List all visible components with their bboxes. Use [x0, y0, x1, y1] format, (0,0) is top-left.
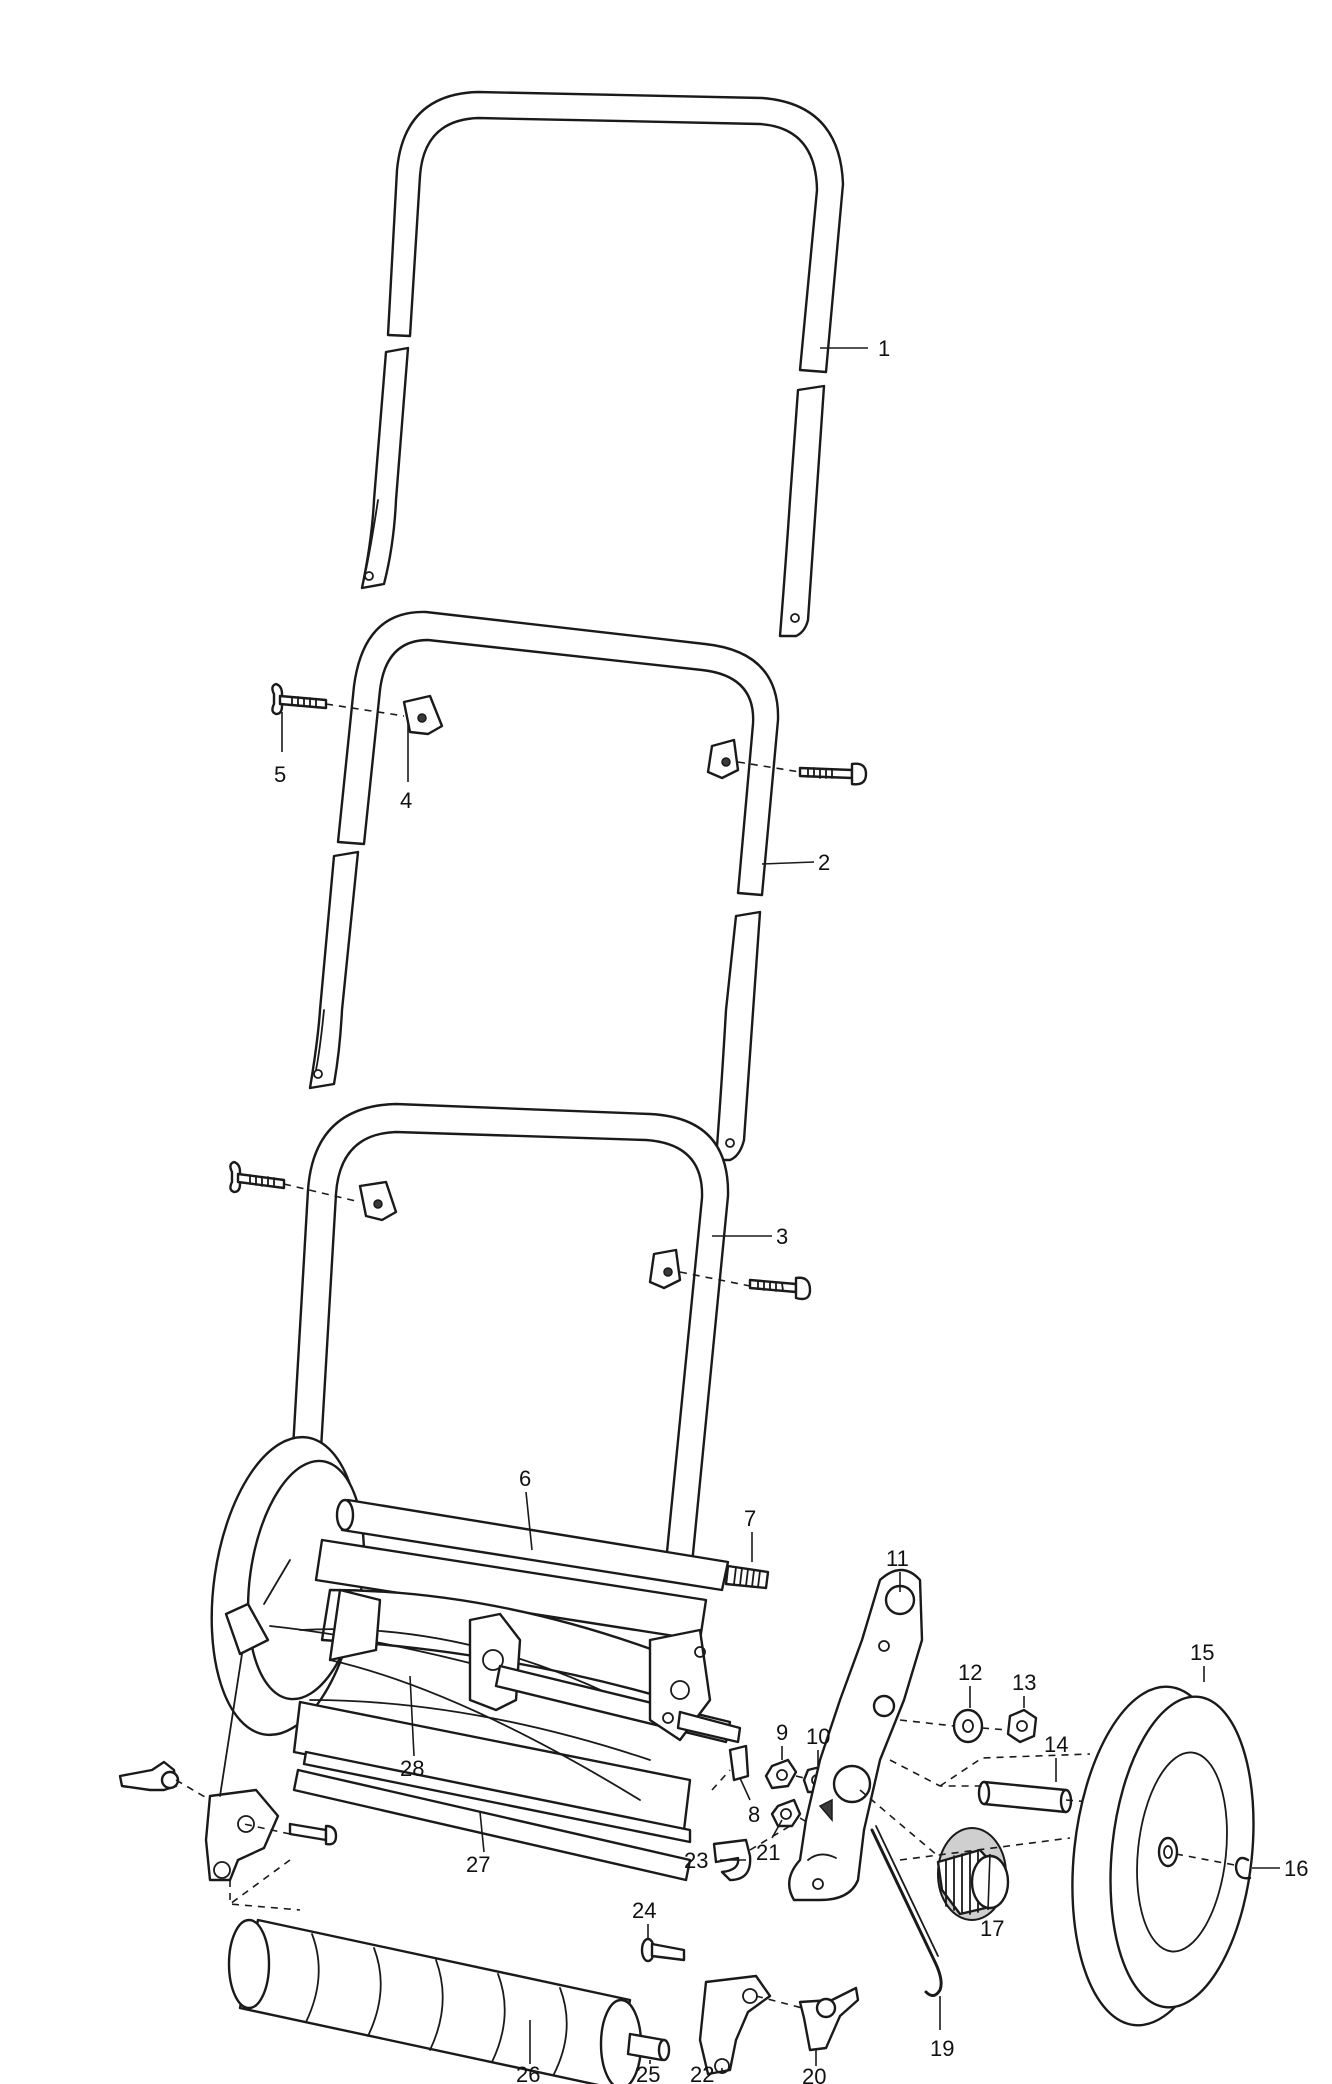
bracket-alignment-line	[755, 1995, 811, 2011]
axle-alignment-line	[889, 1759, 984, 1787]
carriage-bolt-part-5	[271, 682, 328, 716]
callout-12: 12	[958, 1660, 982, 1685]
left-side-plate	[204, 1559, 291, 1882]
clamp-block-right-upper	[706, 738, 740, 780]
hook-pin-part-19	[870, 1825, 943, 1997]
callout-3: 3	[776, 1224, 788, 1249]
carriage-bolt-right-lower	[748, 1276, 812, 1301]
circlip-part-16	[1234, 1856, 1252, 1880]
roller-alignment-line	[229, 1859, 291, 1905]
callout-10: 10	[806, 1724, 830, 1749]
threaded-rod-part-7	[724, 1564, 770, 1590]
gear-alignment-line	[859, 1789, 939, 1857]
callout-7: 7	[744, 1506, 756, 1531]
rear-roller-part-26	[227, 1918, 643, 2084]
callout-24: 24	[632, 1898, 656, 1923]
wing-nut-left	[118, 1760, 180, 1792]
nut-part-21	[770, 1798, 802, 1828]
callout-11: 11	[886, 1546, 909, 1571]
cross-bar-part-6	[335, 1498, 730, 1592]
middle-handle	[308, 610, 780, 1162]
clamp-block-part-4	[402, 694, 444, 736]
callout-17: 17	[980, 1916, 1004, 1941]
nut-part-9	[764, 1758, 798, 1790]
pinion-gear-part-17	[936, 1827, 1010, 1921]
callout-5: 5	[274, 762, 286, 787]
clip-part-23	[712, 1838, 752, 1882]
nut-part-13	[1006, 1708, 1038, 1744]
axle-alignment-line	[939, 1753, 1091, 1787]
bolt-alignment-line	[283, 1183, 361, 1203]
wing-nut-part-20	[798, 1986, 860, 2052]
key-part-8	[728, 1744, 750, 1782]
bolt-alignment-line	[737, 761, 801, 773]
left-fixing-line	[243, 1823, 291, 1835]
carriage-bolt-right-upper	[798, 762, 868, 786]
axle-alignment-line	[899, 1719, 955, 1727]
callout-1: 1	[878, 336, 890, 361]
callout-21: 21	[756, 1840, 780, 1865]
axle-pin-part-14	[977, 1780, 1073, 1814]
callout-15: 15	[1190, 1640, 1214, 1665]
callout-19: 19	[930, 2036, 954, 2061]
roller-alignment-line	[229, 1880, 301, 1911]
axle-alignment-line	[899, 1837, 1071, 1861]
callout-28: 28	[400, 1756, 424, 1781]
nut-alignment-line	[795, 1775, 805, 1779]
callout-26: 26	[516, 2062, 540, 2084]
callout-20: 20	[802, 2064, 826, 2084]
callout-8: 8	[748, 1802, 760, 1827]
left-fixing-line	[175, 1779, 211, 1801]
clamp-block-right-lower	[648, 1248, 682, 1290]
wheel-alignment-line	[1175, 1853, 1241, 1867]
carriage-bolt-left-lower	[229, 1160, 286, 1194]
washer-part-12	[952, 1708, 984, 1744]
callout-labels: 1 2 3 4 5 6 7 8 9 10 11 12 13 14 15 16 1…	[274, 336, 1308, 2084]
axle-alignment-line	[981, 1727, 1009, 1731]
callout-6: 6	[519, 1466, 531, 1491]
callout-27: 27	[466, 1852, 490, 1877]
side-plate-part-11	[788, 1568, 924, 1902]
callout-25: 25	[636, 2062, 660, 2084]
bolt-part-24	[640, 1937, 686, 1963]
callout-22: 22	[690, 2062, 714, 2084]
callout-2: 2	[818, 850, 830, 875]
roller-axle-part-25	[626, 2032, 671, 2062]
bottom-blade-part-27	[292, 1768, 692, 1882]
clamp-block-left-lower	[358, 1180, 398, 1222]
callout-9: 9	[776, 1720, 788, 1745]
leader-lines	[281, 347, 1280, 2074]
bolt-alignment-line	[325, 703, 405, 717]
callout-16: 16	[1284, 1856, 1308, 1881]
reel-cylinder-part-28	[269, 1588, 742, 1801]
callout-14: 14	[1044, 1732, 1068, 1757]
bracket-part-22	[698, 1974, 772, 2076]
key-alignment-line	[711, 1769, 731, 1791]
screw-left	[288, 1822, 338, 1846]
lower-handle	[288, 1102, 730, 1566]
callout-13: 13	[1012, 1670, 1036, 1695]
upper-handle	[360, 90, 845, 638]
axle-alignment-line	[1065, 1799, 1091, 1803]
reel-frame	[292, 1538, 708, 1844]
callout-4: 4	[400, 788, 412, 813]
right-wheel-part-15	[1071, 1685, 1255, 2027]
callout-23: 23	[684, 1848, 708, 1873]
